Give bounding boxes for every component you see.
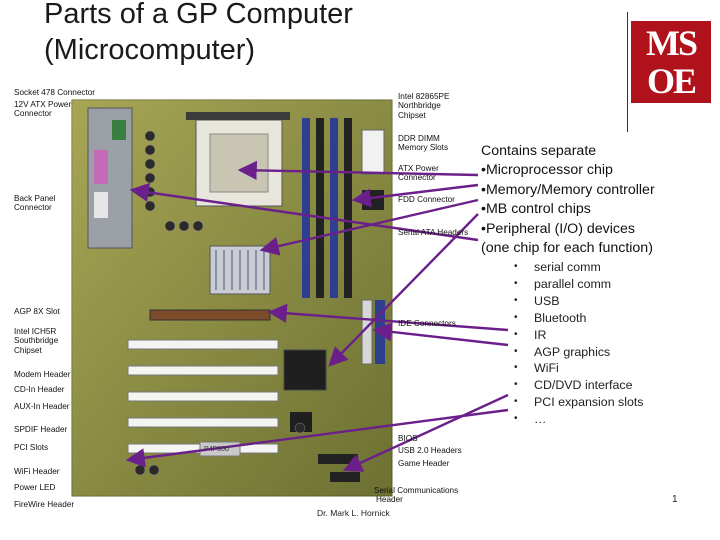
divider-line (627, 12, 628, 132)
list-item: Bluetooth (512, 310, 644, 327)
arrow-to-ide (372, 322, 509, 347)
label-modem: Modem Header (14, 370, 71, 379)
arrow-to-back-panel (129, 182, 479, 242)
label-aux-in: AUX-In Header (14, 402, 70, 411)
list-item: WiFi (512, 360, 644, 377)
title-line-1: Parts of a GP Computer (44, 0, 353, 30)
list-item: AGP graphics (512, 344, 644, 361)
arrow-to-serial (342, 393, 509, 472)
label-pci: PCI Slots (14, 443, 49, 452)
list-item: USB (512, 293, 644, 310)
arrow-to-memory (351, 183, 479, 208)
title-line-2: (Microcomputer) (44, 34, 256, 66)
description-line: •MB control chips (481, 201, 591, 218)
msoe-logo: MS OE (631, 21, 711, 103)
description-line: Contains separate (481, 143, 597, 159)
label-sata: Serial ATA Headers (398, 228, 469, 237)
description-line: •Peripheral (I/O) devices (481, 220, 635, 237)
list-item: CD/DVD interface (512, 377, 644, 394)
list-item: serial comm (512, 259, 644, 276)
arrow-to-southbridge (328, 213, 479, 367)
description-line: (one chip for each function) (481, 240, 653, 257)
label-wifi: WiFi Header (14, 467, 60, 476)
arrow-to-pci (125, 408, 509, 468)
peripheral-list: serial comm parallel comm USB Bluetooth … (512, 259, 644, 428)
label-northbridge: Intel 82865PE Northbridge Chipset (398, 92, 450, 120)
logo-text-bottom: OE (646, 61, 697, 101)
serial-header (330, 472, 360, 482)
author-footer: Dr. Mark L. Hornick (317, 508, 390, 518)
label-board-model: P4P800 (204, 446, 229, 453)
description-text: Contains separate •Microprocessor chip •… (481, 142, 655, 258)
label-firewire: FireWire Header (14, 500, 75, 509)
label-atx-power: ATX Power Connector (398, 164, 439, 183)
label-back-panel: Back Panel Connector (14, 194, 56, 213)
label-socket: Socket 478 Connector (14, 88, 96, 97)
description-line: •Microprocessor chip (481, 162, 613, 179)
label-ich5r: Intel ICH5R Southbridge Chipset (14, 327, 59, 355)
callout-arrows (125, 160, 509, 472)
dimm-slots (302, 118, 352, 298)
description-line: •Memory/Memory controller (481, 181, 655, 198)
page-number: 1 (672, 494, 678, 505)
southbridge-chip (283, 349, 327, 391)
label-fdd: FDD Connector (398, 195, 455, 204)
logo-text-top: MS (646, 23, 698, 63)
agp-slot (149, 309, 271, 321)
label-ddr: DDR DIMM Memory Slots (398, 134, 449, 153)
label-game: Game Header (398, 459, 450, 468)
arrow-to-agp (267, 303, 509, 332)
list-item: PCI expansion slots (512, 394, 644, 411)
label-ide: IDE Connectors (398, 319, 456, 328)
label-serial-comm: Serial Communications Header (374, 486, 459, 505)
list-item: parallel comm (512, 276, 644, 293)
label-cd-in: CD-In Header (14, 385, 65, 394)
arrow-to-cpu (237, 160, 479, 180)
label-12v-power: 12V ATX Power Connector (14, 100, 72, 119)
atx-power-connector (361, 129, 385, 175)
label-usb: USB 2.0 Headers (398, 446, 462, 455)
list-item: … (512, 411, 644, 428)
slide-title: Parts of a GP Computer (Microcomputer) (44, 0, 353, 68)
usb-headers (318, 454, 358, 464)
label-bios: BIOS (398, 434, 418, 443)
label-spdif: SPDIF Header (14, 425, 68, 434)
label-power-led: Power LED (14, 483, 56, 492)
label-agp: AGP 8X Slot (14, 307, 60, 316)
list-item: IR (512, 327, 644, 344)
